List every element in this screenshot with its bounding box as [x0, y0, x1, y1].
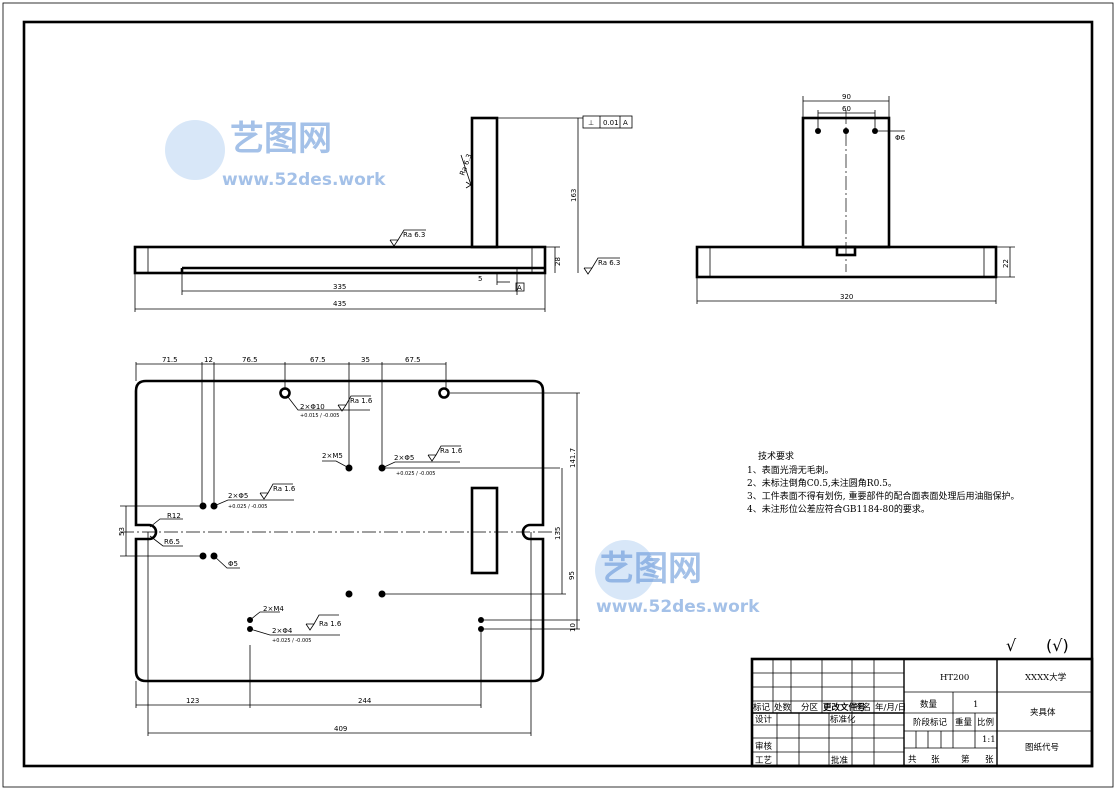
tolerance-value: 0.01: [603, 119, 619, 127]
page-label: 第: [961, 754, 970, 765]
callout-m4: 2×M4: [263, 605, 284, 613]
dim-53: 53: [118, 527, 126, 536]
approve-label: 批准: [831, 755, 849, 766]
design-label: 设计: [755, 714, 773, 725]
callout-phi4-tolerance: +0.025 / -0.005: [272, 638, 312, 644]
page-sheets-label: 张: [985, 755, 994, 765]
quantity-label: 数量: [920, 699, 938, 710]
doc-number-label: 更改文件号: [823, 702, 866, 713]
watermark-2: 艺图网 www.52des.work: [595, 540, 760, 617]
watermark-1: 艺图网 www.52des.work: [165, 119, 386, 190]
callout-phi5a: 2×Φ5: [394, 454, 414, 462]
scale-label: 比例: [977, 717, 994, 728]
material: HT200: [940, 673, 969, 683]
roughness-label: Ra 1.6: [440, 447, 463, 455]
dim-76-5: 76.5: [242, 356, 258, 364]
standard-label: 标准化: [830, 714, 856, 725]
quantity-value: 1: [973, 700, 978, 710]
dim-10: 10: [569, 623, 577, 632]
tech-req-item: 2、未标注倒角C0.5,未注圆角R0.5。: [747, 477, 897, 489]
dim-28: 28: [554, 257, 562, 266]
review-label: 审核: [755, 741, 773, 752]
plan-view: 71.5 12 76.5 67.5 35 67.5 2×Φ10 +0.015 /…: [118, 356, 580, 736]
tech-req-item: 3、工件表面不得有划伤, 重要部件的配合面表面处理后用油脂保护。: [747, 490, 1019, 502]
general-roughness-symbol: √: [1006, 636, 1017, 655]
dim-71-5: 71.5: [162, 356, 178, 364]
datum-label: A: [517, 284, 522, 292]
side-view: Φ6 90 60 320 22: [695, 93, 1015, 304]
callout-phi5a-tolerance: +0.025 / -0.005: [396, 471, 436, 477]
zone-label: 分区: [801, 703, 819, 713]
dim-95: 95: [568, 571, 576, 580]
tolerance-frame: [582, 115, 633, 129]
dim-163: 163: [570, 189, 578, 202]
signature-label: 签名: [854, 702, 871, 713]
scale-value: 1:1: [982, 735, 996, 745]
sheets-label: 张: [931, 755, 940, 765]
roughness-label: Ra 6.3: [598, 259, 620, 267]
front-view: 335 435 28 163 5 A ⊥ 0.01 A Ra 6.3 Ra 6.…: [133, 115, 633, 312]
watermark-text: 艺图网: [230, 119, 332, 159]
title-block: HT200 XXXX大学 夹具体 图纸代号 数量 1 阶段标记 重量 比例 1:…: [750, 657, 1094, 768]
dim-409: 409: [334, 725, 347, 733]
callout-phi5: Φ5: [228, 560, 238, 568]
dim-335: 335: [333, 283, 346, 291]
callout-m5: 2×M5: [322, 452, 343, 460]
tech-req-title: 技术要求: [758, 450, 794, 462]
dim-435: 435: [333, 300, 346, 308]
other-roughness-symbol: (√): [1046, 636, 1069, 655]
callout-phi10-tolerance: +0.015 / -0.005: [300, 413, 340, 419]
callout-phi5b: 2×Φ5: [228, 492, 248, 500]
callout-phi5b-tolerance: +0.025 / -0.005: [228, 504, 268, 510]
dim-67-5b: 67.5: [405, 356, 421, 364]
dim-12: 12: [204, 356, 213, 364]
perpendicularity-symbol: ⊥: [588, 119, 594, 127]
callout-phi4: 2×Φ4: [272, 627, 293, 635]
watermark-url: www.52des.work: [596, 597, 760, 617]
hole-label: Φ6: [895, 134, 906, 142]
callout-phi10: 2×Φ10: [300, 403, 325, 411]
watermark-url: www.52des.work: [222, 170, 386, 190]
watermark-text: 艺图网: [600, 549, 702, 589]
process-label: 工艺: [755, 756, 772, 766]
dim-22: 22: [1002, 259, 1010, 268]
school-name: XXXX大学: [1025, 672, 1067, 683]
dim-60: 60: [842, 105, 851, 113]
tolerance-datum: A: [623, 119, 628, 127]
part-name: 夹具体: [1030, 707, 1056, 718]
count-label: 处数: [774, 702, 792, 713]
drawing-number: 图纸代号: [1025, 742, 1059, 753]
roughness-label: Ra 1.6: [273, 485, 296, 493]
dim-244: 244: [358, 697, 372, 705]
tech-req-item: 4、未注形位公差应符合GB1184-80的要求。: [747, 503, 930, 515]
date-label: 年/月/日: [875, 702, 906, 713]
dim-141-7: 141.7: [569, 448, 577, 468]
dim-320: 320: [840, 293, 853, 301]
drawing-frame: [22, 20, 1094, 768]
dim-123: 123: [186, 697, 199, 705]
roughness-label: Ra 6.3: [403, 231, 425, 239]
roughness-label: Ra 1.6: [319, 620, 342, 628]
dim-35: 35: [361, 356, 370, 364]
roughness-label: Ra 1.6: [350, 397, 373, 405]
weight-label: 重量: [955, 717, 973, 728]
callout-r12: R12: [167, 512, 181, 520]
dim-90: 90: [842, 93, 851, 101]
stage-label: 阶段标记: [913, 717, 948, 728]
dim-135: 135: [554, 527, 562, 540]
tech-req-item: 1、表面光滑无毛刺。: [747, 464, 834, 476]
callout-r65: R6.5: [164, 538, 180, 546]
dim-5: 5: [478, 275, 482, 283]
total-label: 共: [908, 755, 917, 765]
mark-label: 标记: [753, 702, 771, 713]
technical-requirements: 技术要求 1、表面光滑无毛刺。 2、未标注倒角C0.5,未注圆角R0.5。 3、…: [747, 450, 1019, 515]
dim-67-5: 67.5: [310, 356, 326, 364]
